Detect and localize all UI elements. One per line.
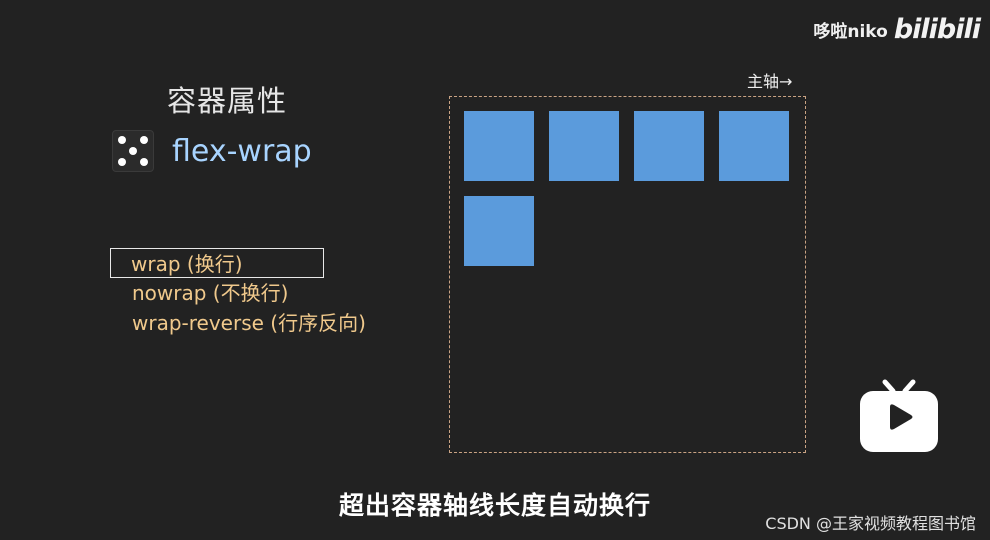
subtitle: 超出容器轴线长度自动换行: [338, 491, 651, 520]
flex-item: [719, 111, 789, 181]
watermark-author: 哆啦niko: [813, 22, 888, 42]
flex-item: [464, 111, 534, 181]
section-title: 容器属性: [167, 84, 288, 118]
dice-five-icon: [112, 130, 154, 172]
value-option-wrap-reverse[interactable]: wrap-reverse (行序反向): [132, 311, 366, 335]
property-name: flex-wrap: [172, 133, 312, 169]
csdn-credit: CSDN @王家视频教程图书馆: [765, 514, 976, 533]
value-list: wrap (换行) nowrap (不换行) wrap-reverse (行序反…: [110, 248, 366, 338]
watermark: 哆啦niko bilibili: [813, 14, 981, 45]
value-option-wrap[interactable]: wrap (换行): [110, 248, 324, 278]
property-row: flex-wrap: [112, 130, 312, 172]
main-axis-label: 主轴→: [747, 72, 793, 91]
bilibili-logo: bilibili: [893, 14, 981, 45]
value-option-nowrap[interactable]: nowrap (不换行): [132, 281, 289, 305]
play-button[interactable]: [858, 378, 940, 454]
flex-item: [634, 111, 704, 181]
bilibili-tv-play-icon: [860, 379, 938, 452]
flex-item: [464, 196, 534, 266]
flex-item: [549, 111, 619, 181]
flex-container-demo: [449, 96, 806, 453]
